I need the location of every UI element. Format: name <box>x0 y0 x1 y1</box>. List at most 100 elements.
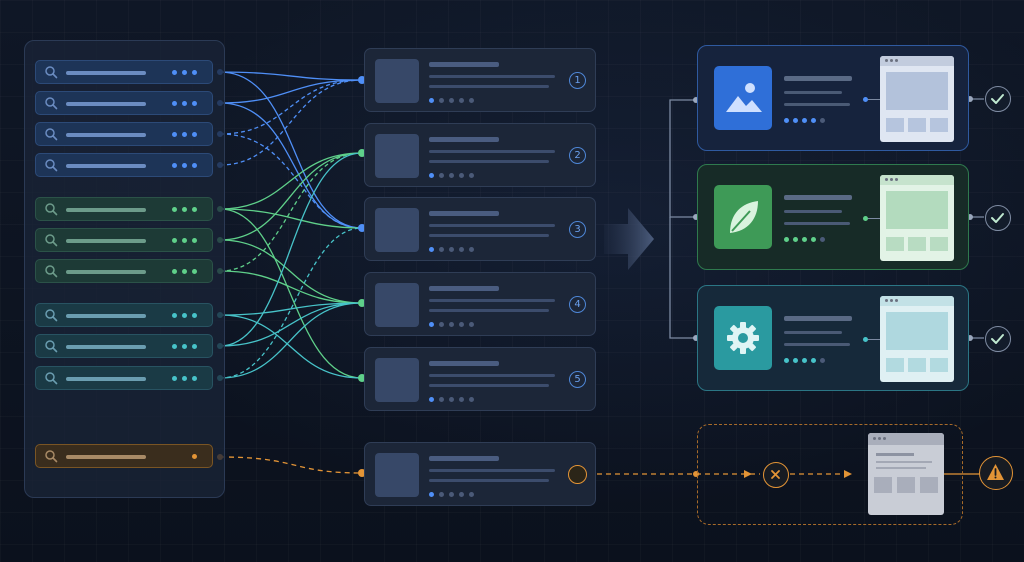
more-icon[interactable] <box>172 70 202 76</box>
connector-line <box>868 339 880 340</box>
search-icon <box>45 372 58 385</box>
dot <box>182 132 187 137</box>
connector-line <box>669 99 696 218</box>
more-icon[interactable] <box>172 313 202 319</box>
search-icon <box>45 309 58 322</box>
output-text-placeholder <box>784 103 850 106</box>
search-text-placeholder <box>66 164 146 168</box>
progress-dot <box>459 397 464 402</box>
dot <box>172 163 177 168</box>
output-card[interactable] <box>697 285 969 391</box>
node-text-placeholder <box>429 160 549 163</box>
dot <box>192 70 197 75</box>
process-node[interactable]: 5 <box>364 347 596 411</box>
search-row-blue[interactable] <box>35 122 213 146</box>
more-icon[interactable] <box>172 101 202 107</box>
endpoint-dot <box>863 216 868 221</box>
node-text-placeholder <box>429 384 549 387</box>
progress-dot <box>449 98 454 103</box>
process-node[interactable]: 3 <box>364 197 596 261</box>
connector-line <box>219 270 363 304</box>
connector-line <box>219 302 363 316</box>
progress-dot <box>449 247 454 252</box>
node-thumbnail <box>375 59 419 103</box>
connector-line <box>219 239 363 304</box>
dot <box>192 454 197 459</box>
search-row-blue[interactable] <box>35 60 213 84</box>
progress-dot <box>429 173 434 178</box>
more-icon[interactable] <box>172 376 202 382</box>
search-icon <box>45 450 58 463</box>
dot <box>172 344 177 349</box>
progress-dot <box>802 237 807 242</box>
search-row-green[interactable] <box>35 259 213 283</box>
dot <box>192 163 197 168</box>
close-icon[interactable] <box>763 462 789 488</box>
progress-dot <box>469 492 474 497</box>
more-icon[interactable] <box>172 238 202 244</box>
more-icon[interactable] <box>172 132 202 138</box>
more-icon[interactable] <box>172 207 202 213</box>
node-thumbnail <box>375 358 419 402</box>
process-node[interactable] <box>364 442 596 506</box>
dot <box>182 376 187 381</box>
connector-line <box>219 314 363 379</box>
process-node[interactable]: 2 <box>364 123 596 187</box>
connector-line <box>219 152 363 347</box>
preview-titlebar <box>880 56 954 66</box>
search-row-green[interactable] <box>35 197 213 221</box>
connector-line <box>219 152 363 241</box>
progress-dot <box>459 247 464 252</box>
search-row-teal[interactable] <box>35 366 213 390</box>
progress-dot <box>429 397 434 402</box>
more-icon[interactable] <box>172 163 202 169</box>
dot <box>182 344 187 349</box>
output-card[interactable] <box>697 45 969 151</box>
search-icon <box>45 265 58 278</box>
dot <box>182 101 187 106</box>
progress-dot <box>820 118 825 123</box>
output-title-placeholder <box>784 316 852 321</box>
connector-line <box>219 71 363 81</box>
dot <box>182 269 187 274</box>
warning-icon[interactable] <box>979 456 1013 490</box>
search-icon <box>45 66 58 79</box>
image-icon <box>714 66 772 130</box>
endpoint-dot <box>863 97 868 102</box>
progress-dot <box>469 322 474 327</box>
arrow-head <box>844 470 852 478</box>
progress-dot <box>439 397 444 402</box>
more-icon[interactable] <box>172 269 202 275</box>
arrow-head <box>744 470 752 478</box>
search-row-orange[interactable] <box>35 444 213 468</box>
connector-line <box>219 102 363 229</box>
process-node[interactable]: 1 <box>364 48 596 112</box>
check-icon[interactable] <box>985 86 1011 112</box>
output-text-placeholder <box>784 331 842 334</box>
search-text-placeholder <box>66 345 146 349</box>
progress-dot <box>439 492 444 497</box>
node-text-placeholder <box>429 224 555 227</box>
process-node[interactable]: 4 <box>364 272 596 336</box>
output-card[interactable] <box>697 164 969 270</box>
output-text-placeholder <box>784 343 850 346</box>
check-icon[interactable] <box>985 326 1011 352</box>
connector-line <box>219 302 363 347</box>
search-row-green[interactable] <box>35 228 213 252</box>
search-row-teal[interactable] <box>35 303 213 327</box>
search-row-blue[interactable] <box>35 153 213 177</box>
progress-dot <box>459 322 464 327</box>
progress-dot <box>802 358 807 363</box>
more-icon[interactable] <box>172 344 202 350</box>
output-text-placeholder <box>784 222 850 225</box>
progress-dot <box>820 237 825 242</box>
search-row-blue[interactable] <box>35 91 213 115</box>
search-row-teal[interactable] <box>35 334 213 358</box>
more-icon[interactable] <box>172 454 202 460</box>
check-icon[interactable] <box>985 205 1011 231</box>
dot <box>192 238 197 243</box>
progress-dot <box>429 98 434 103</box>
connector-line <box>219 302 363 379</box>
dot <box>192 132 197 137</box>
